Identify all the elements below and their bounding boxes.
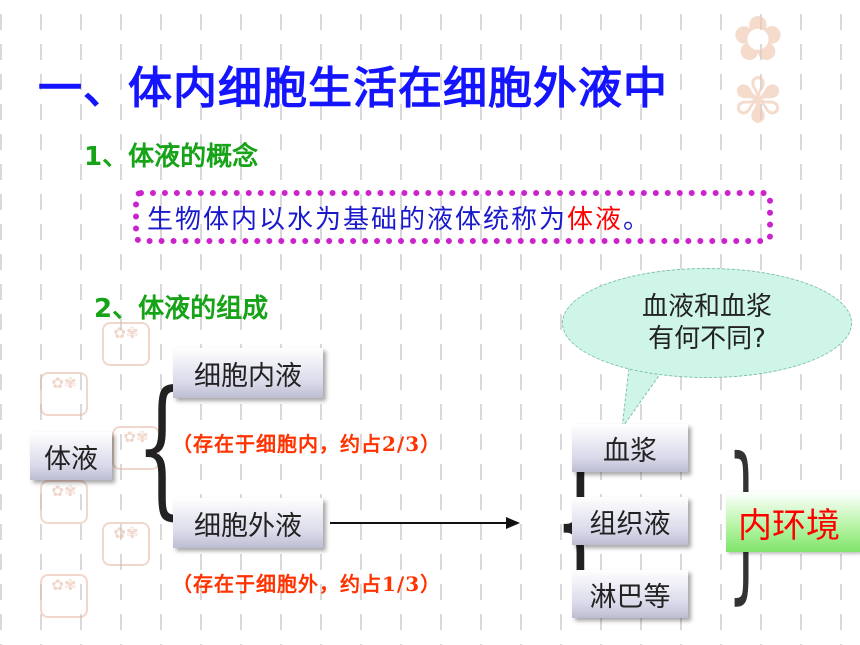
seal-watermark-small: ✿✾ — [40, 372, 88, 416]
definition-text: 生物体内以水为基础的液体统称为 — [147, 204, 568, 235]
seal-watermark-small: ✿✾ — [112, 426, 160, 470]
definition-suffix: 。 — [623, 204, 652, 235]
bubble-line-1: 血液和血浆 — [641, 291, 772, 322]
section-heading-composition: 2、体液的组成 — [94, 294, 269, 324]
plasma-box: 血浆 — [572, 424, 688, 472]
seal-watermark-large: ✿✾ — [732, 2, 784, 137]
internal-environment-box: 内环境 — [726, 492, 860, 552]
slide-title: 一、体内细胞生活在细胞外液中 — [38, 63, 668, 114]
definition-highlight: 体液 — [567, 204, 624, 235]
question-bubble: 血液和血浆 有何不同? — [562, 268, 852, 378]
seal-watermark-small: ✿✾ — [40, 574, 88, 618]
bubble-line-2: 有何不同? — [648, 324, 766, 354]
extracellular-note: （存在于细胞外，约占1/3） — [172, 572, 442, 596]
lymph-box: 淋巴等 — [572, 570, 688, 618]
bubble-tail — [621, 360, 671, 429]
intracellular-box: 细胞内液 — [173, 348, 323, 398]
tissue-fluid-box: 组织液 — [572, 497, 688, 545]
root-fluid-box: 体液 — [30, 432, 112, 480]
extracellular-box: 细胞外液 — [173, 498, 323, 548]
intracellular-note: （存在于细胞内，约占2/3） — [172, 432, 442, 456]
seal-watermark-small: ✿✾ — [102, 322, 150, 366]
definition-box: 生物体内以水为基础的液体统称为体液。 — [133, 190, 773, 244]
seal-watermark-small: ✿✾ — [102, 522, 150, 566]
section-heading-concept: 1、体液的概念 — [84, 142, 259, 172]
bubble-joint — [626, 356, 666, 362]
seal-watermark-small: ✿✾ — [40, 480, 88, 524]
